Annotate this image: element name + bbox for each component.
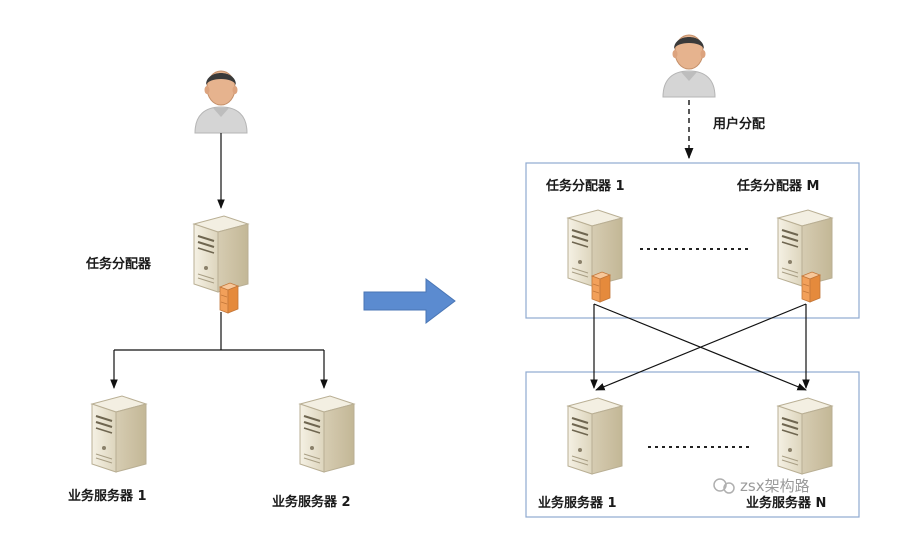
right-server-n-label: 业务服务器 N <box>746 495 826 511</box>
business-server-2-icon <box>299 395 355 473</box>
dispatcher-m-firewall-icon <box>801 271 821 303</box>
wechat-icon <box>713 478 727 492</box>
server-cluster-box <box>525 371 860 518</box>
dispatcher-1-firewall-icon <box>591 271 611 303</box>
user-icon <box>194 70 248 134</box>
branch-connector <box>114 312 324 351</box>
dispatcher-cluster-box <box>525 162 860 319</box>
dispatcher-1-label: 任务分配器 1 <box>545 178 625 194</box>
right-architecture: 用户分配 任务分配器 1 任务分配器 M 业务服务器 1 业务服务器 N zsx… <box>525 34 860 518</box>
server-1-label: 业务服务器 1 <box>68 488 147 504</box>
server-2-label: 业务服务器 2 <box>272 494 351 510</box>
dispatcher-m-label: 任务分配器 M <box>736 178 819 194</box>
left-architecture: 任务分配器 业务服务器 1 业务服务器 2 <box>68 70 355 510</box>
right-business-server-1-icon <box>567 397 623 475</box>
dm-to-s1-arrow <box>595 303 807 391</box>
right-server-1-label: 业务服务器 1 <box>538 495 617 511</box>
watermark-text: zsx架构路 <box>740 477 810 495</box>
user-dispatch-label: 用户分配 <box>712 116 765 132</box>
watermark: zsx架构路 <box>713 477 810 495</box>
dispatcher-label: 任务分配器 <box>85 256 152 272</box>
evolution-arrow <box>363 277 456 325</box>
dispatcher-server-icon <box>193 215 249 293</box>
business-server-1-icon <box>91 395 147 473</box>
user-icon-right <box>662 34 716 98</box>
firewall-icon <box>219 282 239 314</box>
right-business-server-n-icon <box>777 397 833 475</box>
